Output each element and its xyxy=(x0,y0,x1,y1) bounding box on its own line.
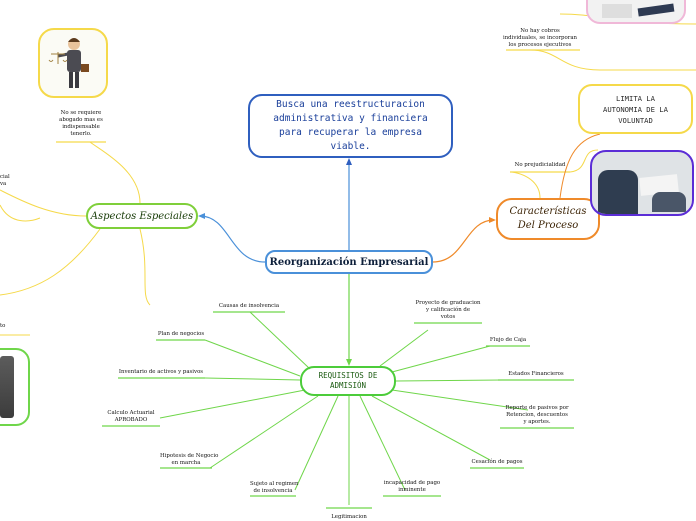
caracteristicas-label-1: Características xyxy=(509,206,587,217)
link-central-aspectos xyxy=(199,215,266,263)
no-cobros-label[interactable]: No hay cobros individuales, se incorpora… xyxy=(502,28,578,48)
req-legitimacion[interactable]: Legitimacion xyxy=(331,514,367,520)
req-incapacidad-pago[interactable]: incapacidad de pago inminente xyxy=(383,480,441,493)
goal-topic[interactable]: Busca una reestructuracion administrativ… xyxy=(248,94,453,158)
req-plan-negocios[interactable]: Plan de negocios xyxy=(157,331,205,337)
link-central-caracteristicas xyxy=(432,219,495,263)
req-proyecto-graduacion[interactable]: Proyecto de graduacion y calificación de… xyxy=(415,300,481,320)
aspectos-especiales-label: Aspectos Especiales xyxy=(90,210,194,222)
req-reporte-pasivos[interactable]: Reporte de pasivos por Retencion, descue… xyxy=(505,405,569,425)
goal-topic-label: Busca una reestructuracion administrativ… xyxy=(273,99,428,152)
req-causas-insolvencia[interactable]: Causas de insolvencia xyxy=(218,303,280,309)
req-inventario[interactable]: Inventario de activos y pasivos xyxy=(118,369,204,375)
caracteristicas-label-2: Del Proceso xyxy=(517,220,579,231)
lawyer-image xyxy=(38,28,108,98)
req-estados-financieros[interactable]: Estados Financieros xyxy=(508,371,564,377)
requisitos-admision-topic[interactable]: REQUISITOS DE ADMISIÓN xyxy=(300,366,396,396)
req-cesacion-pagos[interactable]: Cesación de pagos xyxy=(471,459,523,465)
arrow-goal xyxy=(346,158,352,165)
business-photo-right xyxy=(590,150,694,216)
left-photo xyxy=(0,348,30,426)
aspectos-especiales-topic[interactable]: Aspectos Especiales xyxy=(86,203,198,229)
business-photo-top xyxy=(586,0,686,24)
req-flujo-caja[interactable]: Flujo de Caja xyxy=(489,337,527,343)
central-topic[interactable]: Reorganización Empresarial xyxy=(265,250,433,274)
no-prejudicialidad-label[interactable]: No prejudicialidad xyxy=(514,162,566,168)
lawyer-icon xyxy=(48,38,89,88)
left-partial-label[interactable]: cial va xyxy=(0,174,10,187)
req-sujeto-regimen[interactable]: Sujeto al regimen de insolvencia xyxy=(250,481,299,494)
aspectos-note[interactable]: No se requiere abogado mas es indispensa… xyxy=(59,110,103,137)
limita-autonomia-topic[interactable]: LIMITA LA AUTONOMIA DE LA VOLUNTAD xyxy=(578,84,693,134)
req-calculo-actuarial[interactable]: Calculo Actuarial APROBADO xyxy=(107,410,155,423)
central-topic-label: Reorganización Empresarial xyxy=(269,256,429,268)
req-hipotesis-negocio[interactable]: Hipotesis de Negocio en marcha xyxy=(160,453,219,466)
left-partial-label-2[interactable]: to xyxy=(0,323,6,329)
caracteristicas-topic[interactable]: Características Del Proceso xyxy=(496,198,600,240)
